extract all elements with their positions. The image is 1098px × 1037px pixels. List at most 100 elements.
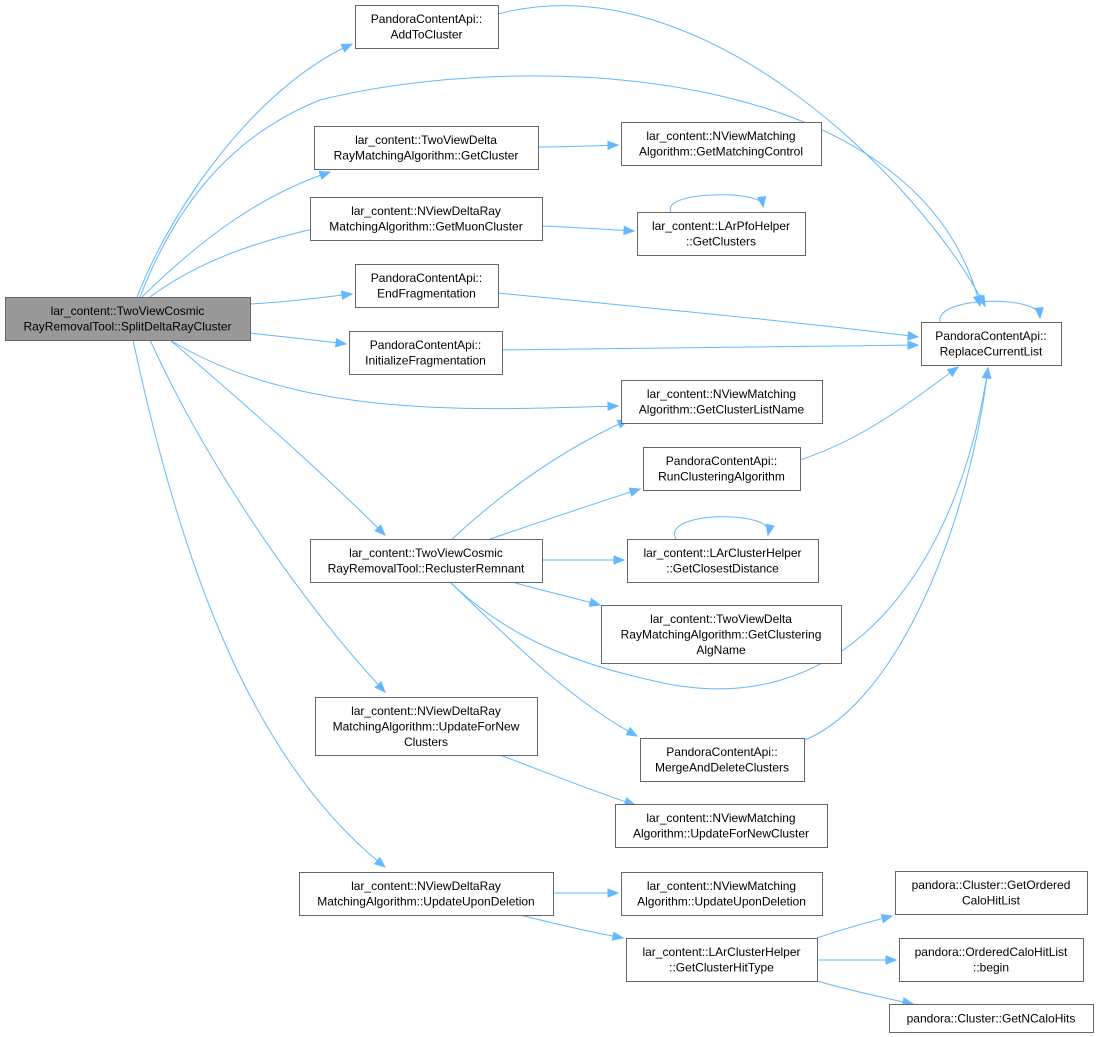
call-edge-root-to-updateUponDeletionDR bbox=[132, 339, 387, 868]
edge-line bbox=[139, 75, 981, 307]
node-label-line: RayRemovalTool::SplitDeltaRayCluster bbox=[23, 320, 231, 334]
call-edge-endFragmentation-to-replaceCurrentList bbox=[497, 292, 920, 341]
node-initializeFragmentation[interactable]: PandoraContentApi::InitializeFragmentati… bbox=[349, 331, 503, 375]
call-edge-updateForNewClusters-to-updateForNewCluster bbox=[499, 754, 637, 807]
call-edge-root-to-replaceCurrentList bbox=[139, 75, 982, 308]
node-label-line: ReplaceCurrentList bbox=[940, 345, 1043, 359]
node-box bbox=[310, 539, 543, 583]
node-label-line: RayMatchingAlgorithm::GetClustering bbox=[621, 627, 822, 641]
call-edge-getMuonCluster-to-getClusters bbox=[541, 225, 636, 236]
node-label-line: ::begin bbox=[973, 961, 1009, 975]
arrowhead-icon bbox=[885, 955, 898, 965]
node-runClusteringAlgorithm[interactable]: PandoraContentApi::RunClusteringAlgorith… bbox=[643, 447, 801, 491]
node-label-line: pandora::Cluster::GetOrdered bbox=[912, 878, 1071, 892]
node-updateForNewClusters[interactable]: lar_content::NViewDeltaRayMatchingAlgori… bbox=[315, 697, 538, 756]
arrowhead-icon bbox=[628, 487, 642, 497]
node-getMuonCluster[interactable]: lar_content::NViewDeltaRayMatchingAlgori… bbox=[310, 197, 543, 241]
edge-line bbox=[799, 366, 959, 461]
call-edge-root-to-addToCluster bbox=[136, 43, 354, 298]
edge-line bbox=[141, 171, 331, 298]
call-edge-getClusterHitType-to-orderedBegin bbox=[817, 955, 898, 965]
arrowhead-icon bbox=[907, 331, 920, 341]
call-edge-reclusterRemnant-to-getClusterListName bbox=[451, 419, 630, 540]
node-reclusterRemnant[interactable]: lar_content::TwoViewCosmicRayRemovalTool… bbox=[310, 539, 543, 583]
call-edge-initializeFragmentation-to-replaceCurrentList bbox=[501, 340, 920, 351]
node-label-line: lar_content::TwoViewCosmic bbox=[51, 304, 205, 318]
node-getCluster[interactable]: lar_content::TwoViewDeltaRayMatchingAlgo… bbox=[314, 126, 539, 170]
arrowhead-icon bbox=[374, 524, 386, 536]
node-getClusterListName[interactable]: lar_content::NViewMatchingAlgorithm::Get… bbox=[621, 380, 823, 424]
node-box bbox=[621, 122, 822, 166]
node-getClusterHitType[interactable]: lar_content::LArClusterHelper::GetCluste… bbox=[626, 938, 818, 982]
call-edge-root-to-updateForNewClusters bbox=[149, 339, 386, 693]
node-orderedBegin[interactable]: pandora::OrderedCaloHitList::begin bbox=[899, 938, 1084, 982]
edge-line bbox=[149, 225, 328, 298]
call-edge-getClusterHitType-to-getOrderedCaloHitList bbox=[816, 914, 894, 939]
node-getMatchingControl[interactable]: lar_content::NViewMatchingAlgorithm::Get… bbox=[621, 122, 822, 166]
node-label-line: lar_content::NViewMatching bbox=[646, 129, 795, 143]
node-box bbox=[355, 264, 499, 308]
call-edge-replaceCurrentList-to-replaceCurrentList bbox=[939, 300, 1044, 323]
node-label-line: lar_content::TwoViewDelta bbox=[650, 612, 792, 626]
node-replaceCurrentList[interactable]: PandoraContentApi::ReplaceCurrentList bbox=[921, 322, 1062, 366]
node-label-line: lar_content::NViewDeltaRay bbox=[351, 879, 501, 893]
arrowhead-icon bbox=[982, 366, 992, 379]
node-box bbox=[637, 212, 806, 256]
edge-line bbox=[169, 339, 386, 536]
call-edges bbox=[132, 5, 1044, 1007]
node-label-line: MergeAndDeleteClusters bbox=[655, 761, 789, 775]
edge-line bbox=[939, 300, 1041, 323]
node-label-line: PandoraContentApi:: bbox=[935, 329, 1046, 343]
arrowhead-icon bbox=[765, 523, 775, 537]
node-endFragmentation[interactable]: PandoraContentApi::EndFragmentation bbox=[355, 264, 499, 308]
edge-line bbox=[670, 194, 764, 213]
node-box bbox=[615, 804, 828, 848]
node-label-line: lar_content::NViewDeltaRay bbox=[351, 704, 501, 718]
node-root[interactable]: lar_content::TwoViewCosmicRayRemovalTool… bbox=[5, 297, 251, 341]
node-box bbox=[310, 197, 543, 241]
node-getClosestDistance[interactable]: lar_content::LArClusterHelper::GetCloses… bbox=[627, 539, 819, 583]
edge-line bbox=[497, 292, 919, 338]
node-label-line: AddToCluster bbox=[390, 28, 462, 42]
edge-line bbox=[501, 344, 919, 351]
node-label-line: PandoraContentApi:: bbox=[370, 338, 481, 352]
node-box bbox=[315, 697, 538, 756]
node-box bbox=[314, 126, 539, 170]
node-box bbox=[889, 1004, 1094, 1033]
call-edge-mergeAndDeleteClusters-to-replaceCurrentList bbox=[804, 366, 992, 741]
node-label-line: ::GetClusterHitType bbox=[669, 961, 774, 975]
node-updateForNewCluster[interactable]: lar_content::NViewMatchingAlgorithm::Upd… bbox=[615, 804, 828, 848]
edge-line bbox=[132, 339, 386, 868]
node-getClusters[interactable]: lar_content::LArPfoHelper::GetClusters bbox=[637, 212, 806, 256]
node-label-line: pandora::OrderedCaloHitList bbox=[915, 945, 1068, 959]
arrowhead-icon bbox=[1034, 307, 1044, 320]
node-updateUponDeletionNV[interactable]: lar_content::NViewMatchingAlgorithm::Upd… bbox=[621, 872, 823, 916]
node-label-line: AlgName bbox=[696, 643, 746, 657]
node-updateUponDeletionDR[interactable]: lar_content::NViewDeltaRayMatchingAlgori… bbox=[299, 872, 554, 916]
node-box bbox=[626, 938, 818, 982]
node-mergeAndDeleteClusters[interactable]: PandoraContentApi::MergeAndDeleteCluster… bbox=[640, 738, 805, 782]
edge-line bbox=[674, 516, 770, 540]
node-label-line: lar_content::NViewMatching bbox=[646, 811, 795, 825]
call-edge-getClosestDistance-to-getClosestDistance bbox=[674, 516, 775, 540]
node-label-line: lar_content::NViewMatching bbox=[647, 879, 796, 893]
edge-line bbox=[816, 915, 893, 939]
arrowhead-icon bbox=[613, 555, 626, 565]
node-label-line: MatchingAlgorithm::UpdateUponDeletion bbox=[317, 895, 534, 909]
arrowhead-icon bbox=[340, 43, 354, 53]
edge-line bbox=[149, 339, 386, 693]
node-label-line: MatchingAlgorithm::UpdateForNew bbox=[333, 719, 520, 733]
call-edge-reclusterRemnant-to-runClusteringAlgorithm bbox=[489, 487, 642, 540]
call-edge-root-to-endFragmentation bbox=[249, 290, 354, 305]
call-edge-root-to-getCluster bbox=[141, 170, 332, 298]
edge-line bbox=[511, 581, 601, 606]
call-edge-reclusterRemnant-to-mergeAndDeleteClusters bbox=[449, 581, 639, 737]
node-getNCaloHits[interactable]: pandora::Cluster::GetNCaloHits bbox=[889, 1004, 1094, 1033]
node-getClusteringAlgName[interactable]: lar_content::TwoViewDeltaRayMatchingAlgo… bbox=[601, 605, 842, 664]
edge-line bbox=[249, 293, 353, 305]
node-addToCluster[interactable]: PandoraContentApi::AddToCluster bbox=[355, 5, 499, 49]
call-edge-updateUponDeletionDR-to-getClusterHitType bbox=[519, 914, 625, 941]
node-box bbox=[627, 539, 819, 583]
